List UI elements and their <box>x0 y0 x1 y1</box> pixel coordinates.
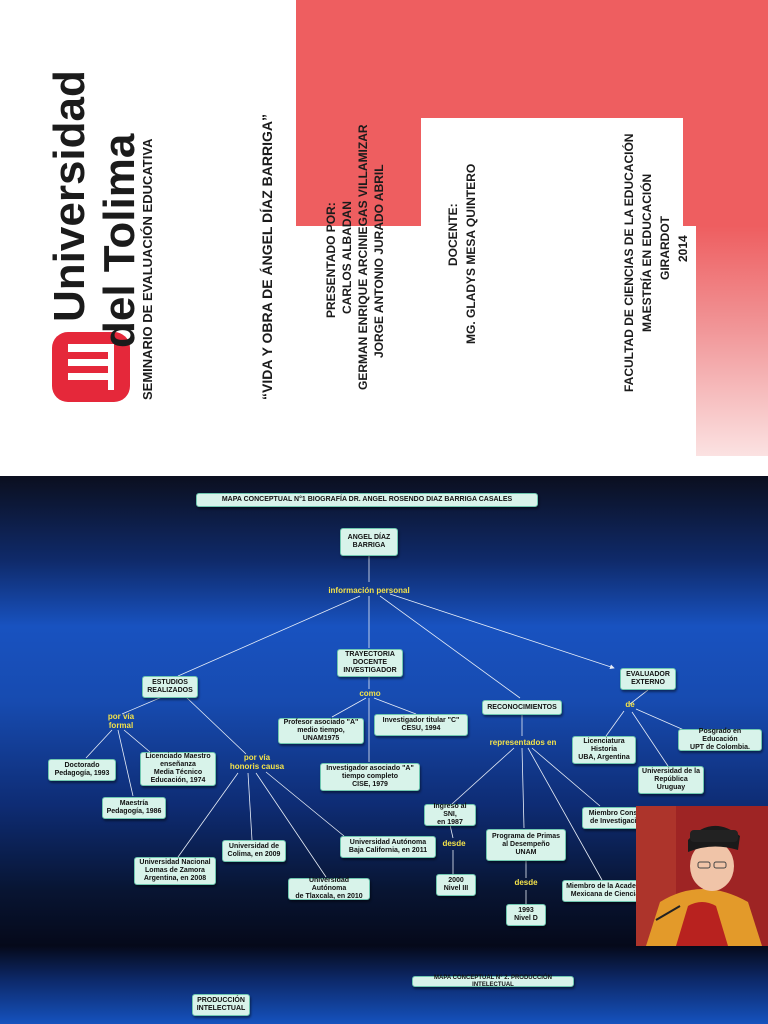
city-name: GIRARDOT <box>658 216 673 280</box>
teacher-label: DOCENTE: <box>446 203 461 266</box>
node-trayectoria: TRAYECTORIA DOCENTE INVESTIGADOR <box>337 649 403 677</box>
link-formal: por vía formal <box>96 712 146 730</box>
edge-de-posgrado <box>636 709 684 730</box>
link-de: de <box>618 700 642 709</box>
node-inv-titular: Investigador titular "C" CESU, 1994 <box>374 714 468 736</box>
cover-page: Universidad del Tolima SEMINARIO DE EVAL… <box>0 0 768 476</box>
edge-de-republica <box>632 712 668 766</box>
edge-de-historia <box>606 711 624 736</box>
node-u-nacional: Universidad Nacional Lomas de Zamora Arg… <box>134 857 216 885</box>
node-u-republica: Universidad de la República Uruguay <box>638 766 704 794</box>
seminar-title: SEMINARIO DE EVALUACIÓN EDUCATIVA <box>140 139 156 400</box>
node-u-tlaxcala: Universidad Autónoma de Tlaxcala, en 201… <box>288 878 370 900</box>
node-u-baja: Universidad Autónoma Baja California, en… <box>340 836 436 858</box>
faculty-name: FACULTAD DE CIENCIAS DE LA EDUCACIÓN <box>622 134 637 392</box>
link-honoris: por vía honoris causa <box>222 753 292 771</box>
edge-rep-primas <box>522 748 524 828</box>
work-title: “VIDA Y OBRA DE ÁNGEL DÍAZ BARRIGA” <box>258 114 276 400</box>
map1-title: MAPA CONCEPTUAL N°1 BIOGRAFÍA DR. ANGEL … <box>196 493 538 507</box>
cover-decoration-right <box>683 118 768 226</box>
logo-line-1: Universidad <box>46 70 94 322</box>
node-profesor: Profesor asociado "A" medio tiempo, UNAM… <box>278 718 364 744</box>
edge-formal-licenciado <box>124 730 150 752</box>
map2-title: MAPA CONCEPTUAL N° 2. PRODUCCIÓN INTELEC… <box>412 976 574 987</box>
node-reconocimientos: RECONOCIMIENTOS <box>482 700 562 715</box>
node-maestria: Maestría Pedagogía, 1986 <box>102 797 166 819</box>
node-nivel3: 2000 Nivel III <box>436 874 476 896</box>
teacher-name: MG. GLADYS MESA QUINTERO <box>464 164 479 344</box>
author-2: GERMAN ENRIQUE ARCINIEGAS VILLAMIZAR <box>356 124 371 390</box>
node-nivel-d: 1993 Nivel D <box>506 904 546 926</box>
concept-map-page: MAPA CONCEPTUAL N°1 BIOGRAFÍA DR. ANGEL … <box>0 476 768 946</box>
map2-node-produccion: PRODUCCIÓN INTELECTUAL <box>192 994 250 1016</box>
cover-decoration-top <box>296 0 768 118</box>
node-lic-historia: Licenciatura Historia UBA, Argentina <box>572 736 636 764</box>
cover-decoration-bottom <box>696 226 768 456</box>
node-inv-asociado: Investigador asociado "A" tiempo complet… <box>320 763 420 791</box>
edge-honoris-colima <box>248 773 252 840</box>
node-u-colima: Universidad de Colima, en 2009 <box>222 840 286 862</box>
node-doctorado: Doctorado Pedagogía, 1993 <box>48 759 116 781</box>
portrait-figure-icon <box>636 806 768 946</box>
link-info: información personal <box>304 586 434 595</box>
node-posgrado: Posgrado en Educación UPT de Colombia. <box>678 729 762 751</box>
edge-estudios-honoris <box>186 697 246 754</box>
node-primas: Programa de Primas al Desempeño UNAM <box>486 829 566 861</box>
year: 2014 <box>676 235 691 262</box>
edge-formal-maestria <box>118 730 133 796</box>
edge-como-titular <box>374 698 416 714</box>
edge-como-profesor <box>332 698 366 717</box>
logo-line-2: del Tolima <box>96 134 144 348</box>
node-licenciado: Licenciado Maestro enseñanza Media Técni… <box>140 752 216 786</box>
edge-info-reconocimientos <box>380 596 520 698</box>
edge-info-evaluador <box>390 594 614 668</box>
node-estudios: ESTUDIOS REALIZADOS <box>142 676 198 698</box>
author-1: CARLOS ALBADAN <box>340 201 355 314</box>
link-desde-2: desde <box>508 878 544 887</box>
link-desde-1: desde <box>436 839 472 848</box>
portrait-photo <box>636 806 768 946</box>
edge-formal-doctorado <box>86 730 112 758</box>
link-representados: representados en <box>478 738 568 747</box>
node-root: ANGEL DÍAZ BARRIGA <box>340 528 398 556</box>
edge-info-estudios <box>178 596 360 676</box>
node-sni: Ingresó al SNI, en 1987 <box>424 804 476 826</box>
link-como: como <box>350 689 390 698</box>
edge-rep-sni <box>452 748 514 804</box>
presented-by-label: PRESENTADO POR: <box>324 202 339 318</box>
concept-map-2-page: MAPA CONCEPTUAL N° 2. PRODUCCIÓN INTELEC… <box>0 946 768 1024</box>
node-evaluador: EVALUADOR EXTERNO <box>620 668 676 690</box>
author-3: JORGE ANTONIO JURADO ABRIL <box>372 164 387 358</box>
program-name: MAESTRÍA EN EDUCACIÓN <box>640 174 655 332</box>
